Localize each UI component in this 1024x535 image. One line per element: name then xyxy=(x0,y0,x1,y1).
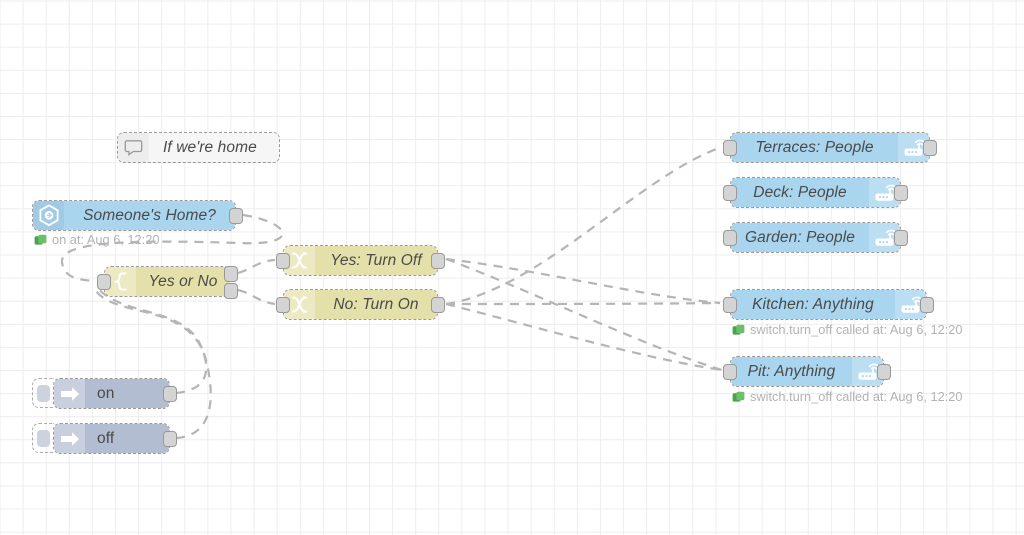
node-body: Yes: Turn Off xyxy=(284,246,437,275)
input-port[interactable] xyxy=(723,140,737,156)
wire-notunron-to-terraces xyxy=(445,145,723,306)
output-port[interactable] xyxy=(894,185,908,201)
node-body: If we're home xyxy=(118,133,279,162)
inject-button-inner xyxy=(37,429,50,447)
node-body: Kitchen: Anything xyxy=(731,290,926,319)
output-port[interactable] xyxy=(923,140,937,156)
node-label: Someone's Home? xyxy=(83,206,216,224)
node-body: Someone's Home? xyxy=(33,201,235,230)
node-label: No: Turn On xyxy=(333,295,419,313)
output-port[interactable] xyxy=(163,386,177,402)
output-port-1[interactable] xyxy=(224,266,238,282)
node-body: Deck: People xyxy=(731,178,900,207)
node-label: Yes: Turn Off xyxy=(330,251,422,269)
node-label: off xyxy=(97,429,115,447)
node-inject-off[interactable]: off xyxy=(32,423,177,454)
shuffle-icon xyxy=(284,290,315,319)
status-pit: switch.turn_off called at: Aug 6, 12:20 xyxy=(732,389,963,405)
wire-yesorno-to-yes-turn-off xyxy=(237,258,276,275)
node-label: Terraces: People xyxy=(755,138,874,156)
router-icon xyxy=(898,133,929,162)
node-body: Yes or No xyxy=(105,267,230,296)
status-kitchen: switch.turn_off called at: Aug 6, 12:20 xyxy=(732,322,963,338)
status-someones-home: on at: Aug 6, 12:20 xyxy=(34,232,160,248)
status-text: on at: Aug 6, 12:20 xyxy=(52,232,160,248)
wire-yesturnoff-to-pit xyxy=(445,257,723,372)
node-terraces-people[interactable]: Terraces: People xyxy=(723,132,937,163)
node-garden-people[interactable]: Garden: People xyxy=(723,222,908,253)
node-yes-or-no[interactable]: Yes or No xyxy=(97,266,238,299)
node-label: Garden: People xyxy=(745,228,855,246)
green-square-icon xyxy=(732,391,745,402)
node-someones-home[interactable]: Someone's Home? xyxy=(32,200,243,231)
node-body: Pit: Anything xyxy=(731,357,883,386)
green-square-icon xyxy=(34,234,47,245)
node-deck-people[interactable]: Deck: People xyxy=(723,177,908,208)
input-port[interactable] xyxy=(723,297,737,313)
node-pit-anything[interactable]: Pit: Anything xyxy=(723,356,891,387)
wire-inject-on-to-yesorno xyxy=(95,285,208,395)
output-port[interactable] xyxy=(877,364,891,380)
output-port-2[interactable] xyxy=(224,283,238,299)
router-icon xyxy=(895,290,926,319)
node-label: Pit: Anything xyxy=(747,362,836,380)
node-body: No: Turn On xyxy=(284,290,437,319)
input-port[interactable] xyxy=(723,185,737,201)
node-yes-turn-off[interactable]: Yes: Turn Off xyxy=(276,245,445,276)
input-port[interactable] xyxy=(723,230,737,246)
green-square-icon xyxy=(732,324,745,335)
output-port[interactable] xyxy=(163,431,177,447)
output-port[interactable] xyxy=(920,297,934,313)
node-no-turn-on[interactable]: No: Turn On xyxy=(276,289,445,320)
node-body: Garden: People xyxy=(731,223,900,252)
node-kitchen-anything[interactable]: Kitchen: Anything xyxy=(723,289,934,320)
node-label: on xyxy=(97,384,115,402)
node-label: If we're home xyxy=(163,138,257,156)
node-body: on xyxy=(54,379,169,408)
node-comment-if-were-home[interactable]: If we're home xyxy=(117,132,280,163)
output-port[interactable] xyxy=(431,297,445,313)
inject-button[interactable] xyxy=(32,378,54,408)
inject-arrow-icon xyxy=(54,379,85,408)
input-port[interactable] xyxy=(276,297,290,313)
comment-bubble-icon xyxy=(118,133,149,162)
inject-arrow-icon xyxy=(54,424,85,453)
input-port[interactable] xyxy=(97,274,111,290)
node-label: Kitchen: Anything xyxy=(752,295,874,313)
wire-inject-off-to-yesorno xyxy=(93,287,212,440)
wire-yesturnoff-to-kitchen xyxy=(445,257,721,305)
node-label: Deck: People xyxy=(753,183,847,201)
inject-button[interactable] xyxy=(32,423,54,453)
input-port[interactable] xyxy=(723,364,737,380)
wire-notunron-to-kitchen xyxy=(445,301,721,306)
node-inject-on[interactable]: on xyxy=(32,378,177,409)
wire-yesorno-to-no-turn-on xyxy=(237,288,276,306)
node-body: off xyxy=(54,424,169,453)
node-body: Terraces: People xyxy=(731,133,929,162)
status-text: switch.turn_off called at: Aug 6, 12:20 xyxy=(750,389,963,405)
output-port[interactable] xyxy=(894,230,908,246)
input-port[interactable] xyxy=(276,253,290,269)
wire-notunron-to-pit xyxy=(445,302,723,372)
inject-button-inner xyxy=(37,384,50,402)
output-port[interactable] xyxy=(229,208,243,224)
status-text: switch.turn_off called at: Aug 6, 12:20 xyxy=(750,322,963,338)
node-label: Yes or No xyxy=(148,272,218,290)
output-port[interactable] xyxy=(431,253,445,269)
hexagon-arrow-icon xyxy=(33,201,64,230)
